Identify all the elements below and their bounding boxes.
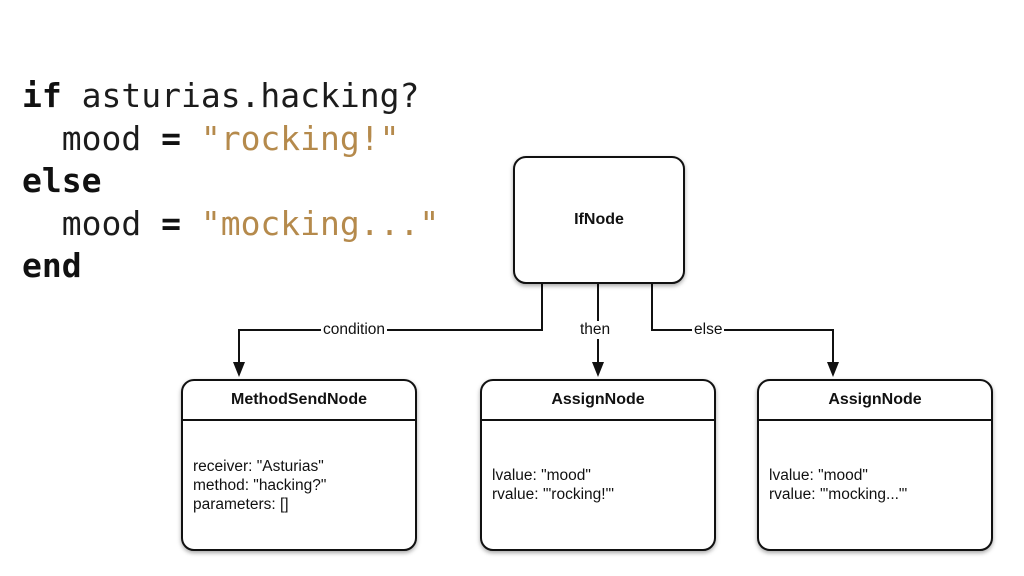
if-node-title: IfNode [574,211,624,228]
method-send-node-props: receiver: "Asturias" method: "hacking?" … [183,421,415,549]
code-line-2: mood = "rocking!" [22,118,439,161]
assign-node-then-title: AssignNode [482,381,714,421]
edge-label-else: else [692,321,725,339]
prop-lvalue: lvalue: "mood" [769,467,868,484]
edge-condition [238,284,543,363]
code-token: mood [22,203,162,243]
code-line-1: if asturias.hacking? [22,75,439,118]
prop-rvalue: rvalue: '"mocking..."' [769,486,908,503]
assign-node-then-props: lvalue: "mood" rvalue: '"rocking!"' [482,421,714,549]
code-token: end [22,246,82,285]
code-block: if asturias.hacking? mood = "rocking!"el… [22,75,439,288]
arrow-else-icon [827,362,839,377]
code-line-4: mood = "mocking..." [22,203,440,246]
assign-node-else-props: lvalue: "mood" rvalue: '"mocking..."' [759,421,991,549]
code-token: = [161,203,181,243]
arrow-then-icon [592,362,604,377]
edge-label-condition: condition [321,321,388,339]
prop-method: method: "hacking?" [193,476,327,494]
method-send-node: MethodSendNode receiver: "Asturias" meth… [181,379,417,551]
prop-receiver: receiver: "Asturias" [193,457,324,475]
code-token: = [161,118,181,158]
if-node: IfNode [513,156,685,284]
assign-node-else: AssignNode lvalue: "mood" rvalue: '"mock… [757,379,993,551]
code-token: mood [22,118,162,158]
edge-label-then: then [578,321,613,339]
code-token: "mocking..." [200,203,440,243]
code-line-3: else [22,160,439,203]
prop-rvalue: rvalue: '"rocking!"' [492,486,615,503]
assign-node-then: AssignNode lvalue: "mood" rvalue: '"rock… [480,379,716,551]
prop-parameters: parameters: [] [193,495,289,513]
code-token: "rocking!" [200,118,400,158]
code-token: else [22,161,102,200]
code-token: asturias.hacking? [61,76,420,115]
edge-else [651,284,834,363]
method-send-node-title: MethodSendNode [183,381,415,421]
code-token: if [22,76,62,115]
prop-lvalue: lvalue: "mood" [492,467,591,484]
assign-node-else-title: AssignNode [759,381,991,421]
code-line-5: end [22,245,439,288]
arrow-condition-icon [233,362,245,377]
